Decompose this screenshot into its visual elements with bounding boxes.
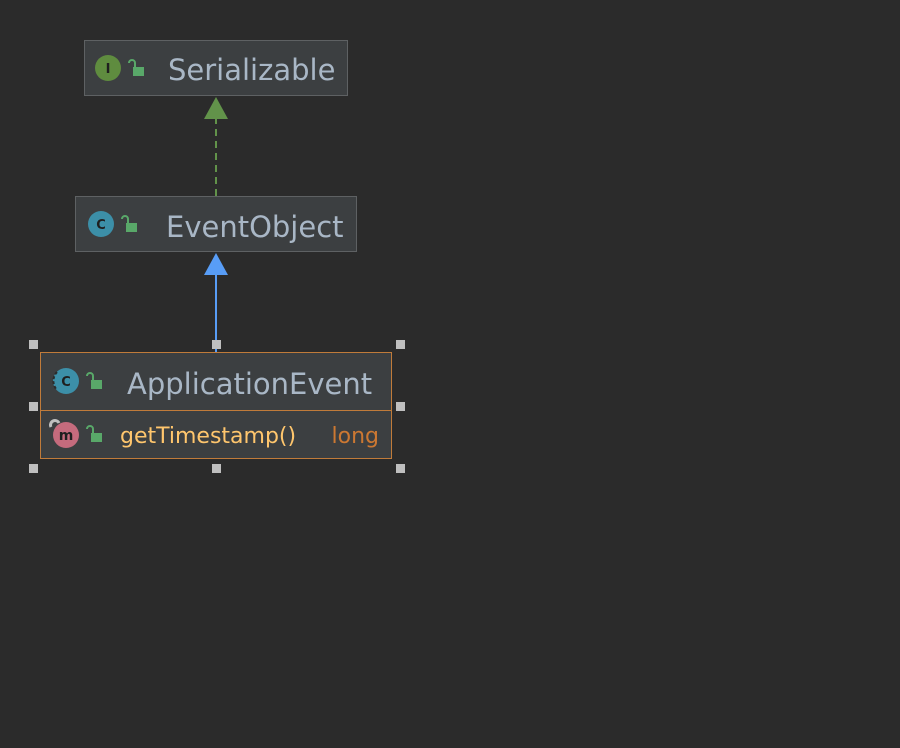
node-serializable[interactable]: I Serializable (84, 40, 348, 96)
resize-handle-n[interactable] (212, 340, 221, 349)
abstract-class-icon: C (52, 368, 79, 394)
resize-handle-ne[interactable] (396, 340, 405, 349)
node-serializable-box (84, 40, 348, 96)
method-icon: m (49, 419, 79, 448)
class-icon: C (88, 211, 114, 237)
resize-handle-s[interactable] (212, 464, 221, 473)
member-return-type: long (332, 424, 379, 449)
member-row[interactable]: m getTimestamp() long (49, 419, 379, 449)
svg-text:m: m (59, 428, 74, 444)
node-applicationevent-title: ApplicationEvent (127, 367, 372, 401)
resize-handle-e[interactable] (396, 402, 405, 411)
node-eventobject[interactable]: C EventObject (75, 196, 357, 252)
member-name: getTimestamp() (120, 424, 296, 449)
unlocked-lock-icon (121, 215, 137, 232)
node-eventobject-title: EventObject (166, 210, 344, 244)
selection-handles (29, 340, 405, 473)
edge-implements-serializable (204, 97, 228, 196)
interface-icon: I (95, 55, 121, 81)
node-applicationevent[interactable]: C ApplicationEvent m getTimestamp() long (40, 352, 392, 459)
resize-handle-se[interactable] (396, 464, 405, 473)
svg-text:C: C (96, 218, 106, 233)
resize-handle-nw[interactable] (29, 340, 38, 349)
unlocked-lock-icon (86, 372, 102, 389)
svg-text:C: C (61, 375, 71, 390)
unlocked-lock-icon (128, 59, 144, 76)
resize-handle-sw[interactable] (29, 464, 38, 473)
implements-arrowhead (204, 97, 228, 119)
node-eventobject-box (75, 196, 357, 252)
edge-extends-eventobject (204, 253, 228, 352)
resize-handle-w[interactable] (29, 402, 38, 411)
node-serializable-title: Serializable (168, 53, 335, 87)
extends-arrowhead (204, 253, 228, 275)
unlocked-lock-icon (86, 425, 102, 442)
svg-text:I: I (106, 62, 111, 77)
